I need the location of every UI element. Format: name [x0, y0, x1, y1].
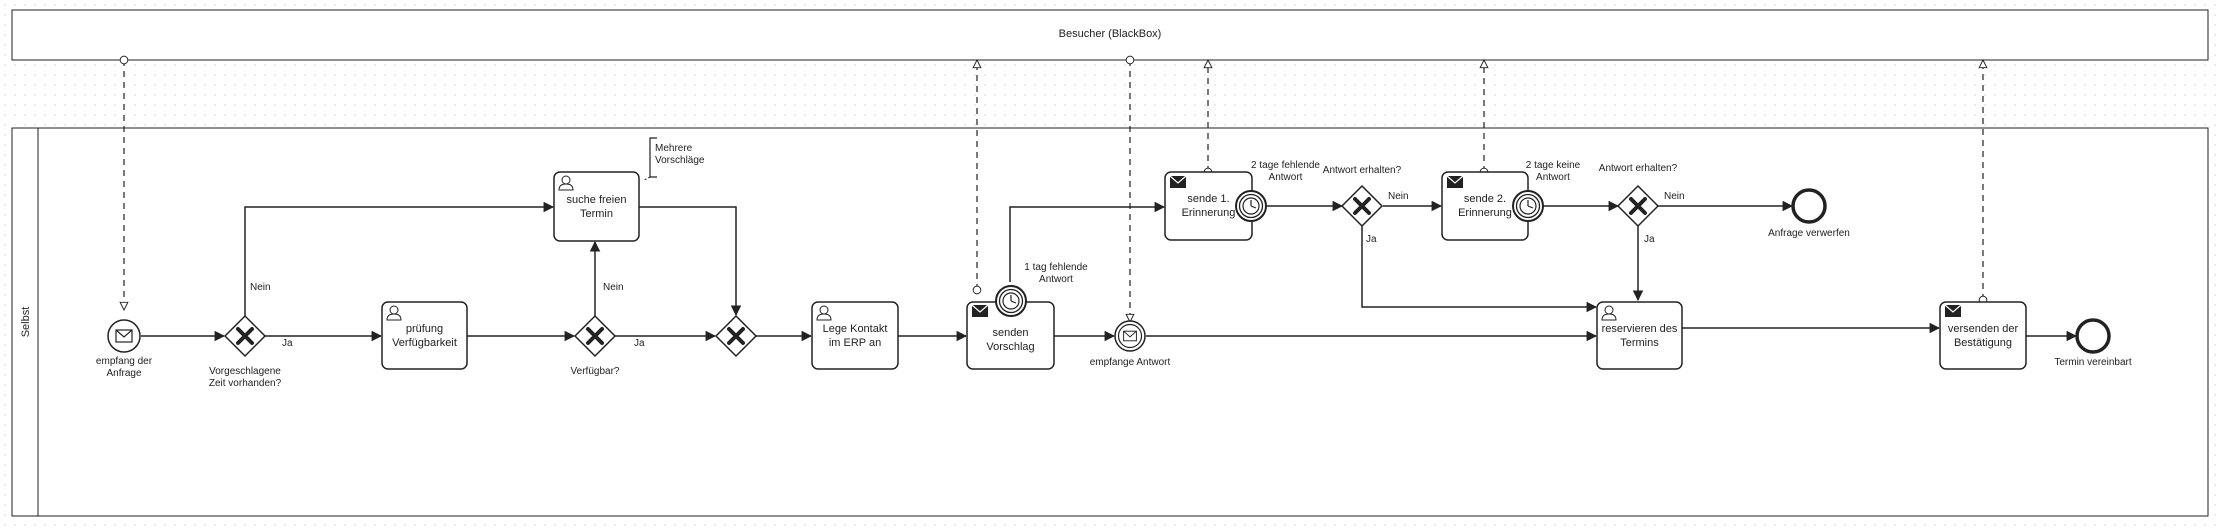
- annotation-connector: [643, 176, 651, 181]
- flow-label-g5-ja: Ja: [1644, 234, 1655, 245]
- task-suche[interactable]: [553, 171, 640, 242]
- task-senden-label: senden Vorschlag: [986, 326, 1035, 353]
- flow-g1-suche[interactable]: [244, 201, 555, 316]
- flow-label-g2-nein: Nein: [603, 282, 624, 293]
- ende-event-label: Termin vereinbart: [2054, 357, 2132, 368]
- flow-label-g4-nein: Nein: [1388, 191, 1409, 202]
- flow-g4-reservieren[interactable]: [1361, 226, 1598, 313]
- pool-selbst-label: Selbst: [20, 306, 32, 338]
- gateway-g4[interactable]: [1340, 184, 1384, 228]
- task-versenden[interactable]: [1939, 301, 2027, 370]
- flow-label-g5-nein: Nein: [1664, 191, 1685, 202]
- task-erp-label: Lege Kontakt im ERP an: [822, 322, 888, 349]
- flow-suche-g3[interactable]: [639, 206, 742, 317]
- flow-label-g1-ja: Ja: [282, 338, 293, 349]
- flow-label-g2-ja: Ja: [634, 338, 645, 349]
- task-suche-label: suche freien Termin: [566, 193, 627, 220]
- gateway-g1-label: Vorgeschlagene Zeit vorhanden?: [208, 366, 282, 389]
- annotation-bracket: [649, 137, 657, 178]
- timer-1-label: 1 tag fehlende Antwort: [1024, 262, 1088, 285]
- start-event-empfang[interactable]: [107, 319, 141, 353]
- gateway-g4-label: Antwort erhalten?: [1322, 165, 1402, 176]
- gateway-g2[interactable]: [573, 314, 617, 358]
- event-empfange-antwort[interactable]: [1114, 320, 1146, 352]
- pool-besucher[interactable]: [11, 9, 2209, 61]
- timer-3-label: 2 tage keine Antwort: [1525, 160, 1581, 183]
- pool-besucher-label: Besucher (BlackBox): [1058, 28, 1162, 40]
- gateway-g5[interactable]: [1616, 184, 1660, 228]
- task-erp[interactable]: [811, 301, 899, 370]
- gateway-g5-label: Antwort erhalten?: [1598, 163, 1678, 174]
- gateway-g2-label: Verfügbar?: [570, 366, 620, 377]
- end-event-verwerfen[interactable]: [1791, 188, 1827, 224]
- end-event-vereinbart[interactable]: [2075, 318, 2111, 354]
- gateway-g1[interactable]: [223, 314, 267, 358]
- task-reservieren[interactable]: [1596, 301, 1683, 370]
- task-erinnerung1-label: sende 1. Erinnerung: [1181, 193, 1236, 219]
- start-event-label: empfang der Anfrage: [95, 356, 153, 379]
- task-pruefung-label: prüfung Verfügbarkeit: [392, 322, 457, 349]
- task-pruefung[interactable]: [381, 301, 468, 370]
- task-versenden-label: versenden der Bestätigung: [1947, 322, 2019, 349]
- gateway-g3[interactable]: [714, 314, 758, 358]
- flow-label-g4-ja: Ja: [1366, 234, 1377, 245]
- verwerfen-event-label: Anfrage verwerfen: [1768, 228, 1850, 239]
- empfange-event-label: empfange Antwort: [1089, 357, 1171, 368]
- timer-2-label: 2 tage fehlende Antwort: [1251, 160, 1320, 183]
- task-erinnerung2-label: sende 2. Erinnerung: [1458, 193, 1512, 219]
- pool-selbst[interactable]: [11, 127, 2209, 517]
- task-reservieren-label: reservieren des Termins: [1601, 322, 1678, 349]
- flow-label-g1-nein: Nein: [250, 282, 271, 293]
- annotation-text: Mehrere Vorschläge: [655, 143, 705, 166]
- flow-timer1-erinnerung1[interactable]: [1009, 201, 1166, 282]
